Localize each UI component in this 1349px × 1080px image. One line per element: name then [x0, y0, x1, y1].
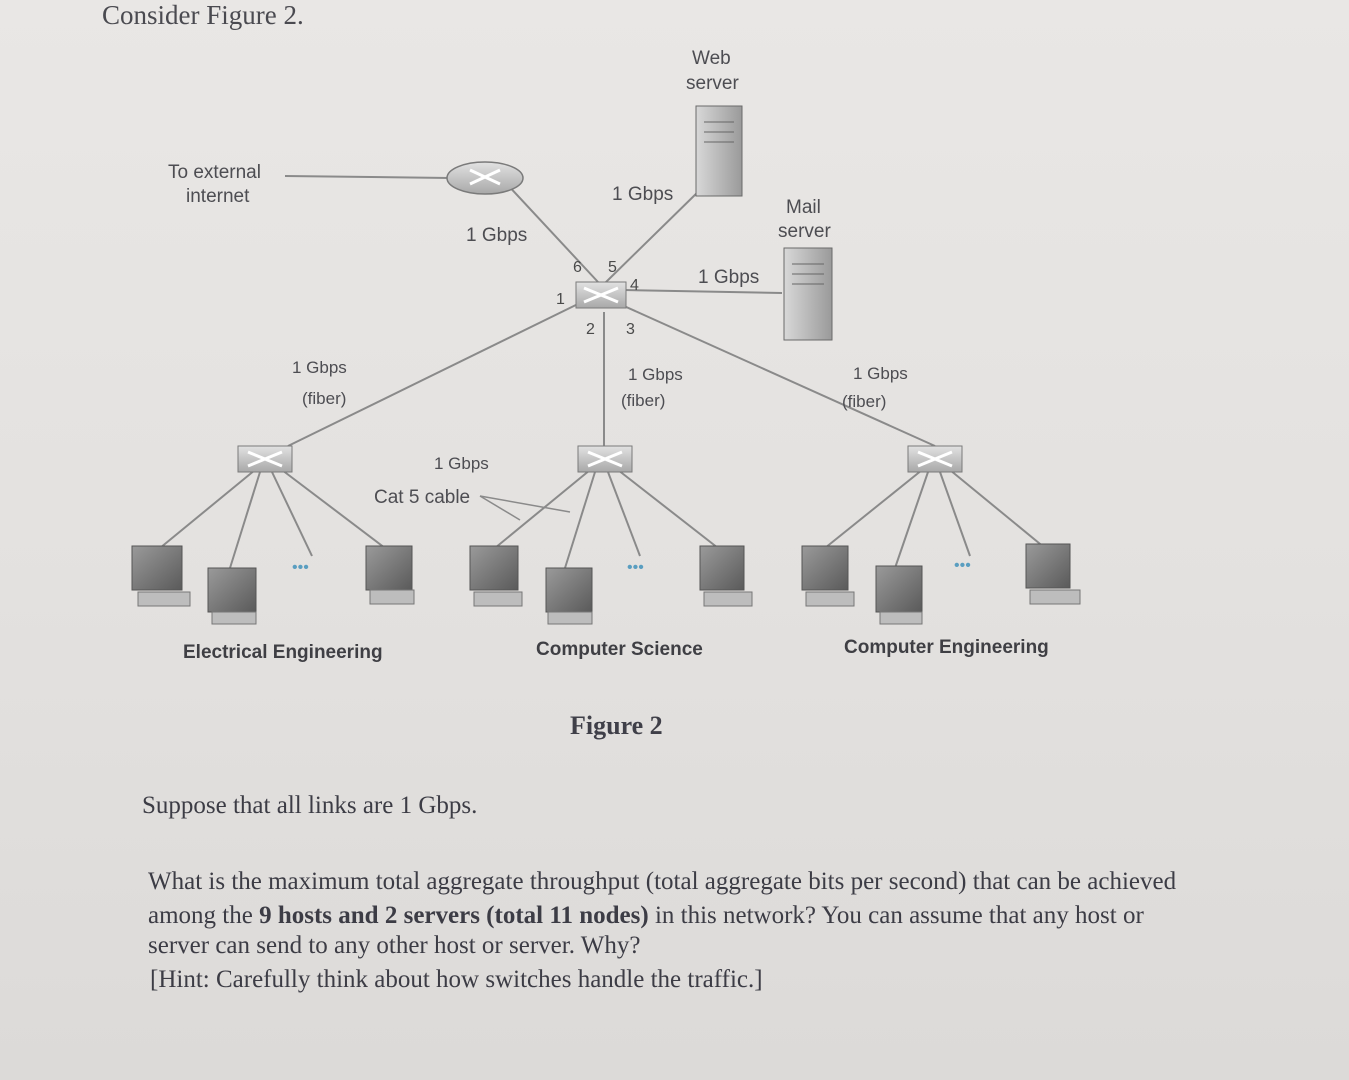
dept-label-ce: Computer Engineering: [844, 637, 1049, 658]
host-icon: [875, 565, 923, 625]
host-icon: [365, 545, 415, 605]
port-5: 5: [608, 259, 617, 276]
router-icon: [446, 161, 524, 195]
cat-cable-label-line2: Cat 5 cable: [374, 487, 470, 508]
hosts: [131, 543, 1081, 625]
port-labels: 1 2 3 4 5 6: [556, 259, 639, 338]
host-icon: [801, 545, 855, 607]
question-line-2: among the 9 hosts and 2 servers (total 1…: [148, 902, 1318, 930]
link-ce-switch: [623, 305, 936, 447]
figure-caption: Figure 2: [570, 711, 663, 740]
link-router-switch: [504, 181, 599, 283]
link-ee-switch: [287, 301, 583, 447]
ce-link-label-line2: (fiber): [842, 392, 886, 411]
host-icon: [469, 545, 523, 607]
external-label-line1: To external: [168, 162, 261, 183]
cs-switch-icon: [577, 445, 633, 473]
question-nodes-emphasis: 9 hosts and 2 servers (total 11 nodes): [259, 902, 649, 929]
external-label-line2: internet: [186, 186, 250, 207]
ellipsis-ee: •••: [292, 559, 309, 576]
mail-server-label-line1: Mail: [786, 197, 821, 218]
page-heading: Consider Figure 2.: [102, 0, 304, 30]
host-icon: [699, 545, 753, 607]
host-icon: [131, 545, 191, 607]
ee-link-label-line2: (fiber): [302, 389, 346, 408]
ellipsis-cs: •••: [627, 559, 644, 576]
ce-switch-icon: [907, 445, 963, 473]
dept-label-ee: Electrical Engineering: [183, 642, 383, 663]
question-line-2-start: among the: [148, 902, 260, 929]
port-3: 3: [626, 321, 635, 338]
cs-link-label-line2: (fiber): [621, 391, 665, 410]
link-external: [284, 175, 451, 179]
ellipsis-group: ••• ••• •••: [292, 557, 971, 576]
cat-cable-label-line1: 1 Gbps: [434, 454, 489, 473]
mail-server-icon: [783, 247, 833, 341]
port-2: 2: [586, 321, 595, 338]
link-label-router: 1 Gbps: [466, 225, 527, 246]
web-server-label-line1: Web: [692, 48, 731, 69]
question-line-2-end: in this network? You can assume that any…: [648, 902, 1144, 929]
links: [159, 175, 1046, 569]
link-label-web: 1 Gbps: [612, 184, 673, 205]
port-1: 1: [556, 291, 565, 308]
port-6: 6: [573, 259, 582, 276]
host-icon: [545, 567, 593, 625]
network-diagram: 1 2 3 4 5 6: [131, 48, 1081, 740]
host-icon: [1025, 543, 1081, 605]
central-switch-icon: [575, 281, 627, 309]
cs-link-label-line1: 1 Gbps: [628, 365, 683, 384]
web-server-icon: [695, 105, 743, 197]
mail-server-label-line2: server: [778, 221, 831, 242]
web-server-label-line2: server: [686, 73, 739, 94]
link-mail-server: [623, 289, 783, 294]
ce-link-label-line1: 1 Gbps: [853, 364, 908, 383]
port-4: 4: [630, 277, 639, 294]
hint-text: [Hint: Carefully think about how switche…: [150, 966, 763, 993]
dept-label-cs: Computer Science: [536, 639, 703, 660]
assumption-text: Suppose that all links are 1 Gbps.: [142, 792, 478, 819]
ellipsis-ce: •••: [954, 557, 971, 574]
question-line-3: server can send to any other host or ser…: [148, 932, 641, 959]
ee-switch-icon: [237, 445, 293, 473]
ee-link-label-line1: 1 Gbps: [292, 358, 347, 377]
host-icon: [207, 567, 257, 625]
link-label-mail: 1 Gbps: [698, 267, 759, 288]
question-line-1: What is the maximum total aggregate thro…: [148, 868, 1177, 895]
link-web-server: [603, 187, 703, 285]
